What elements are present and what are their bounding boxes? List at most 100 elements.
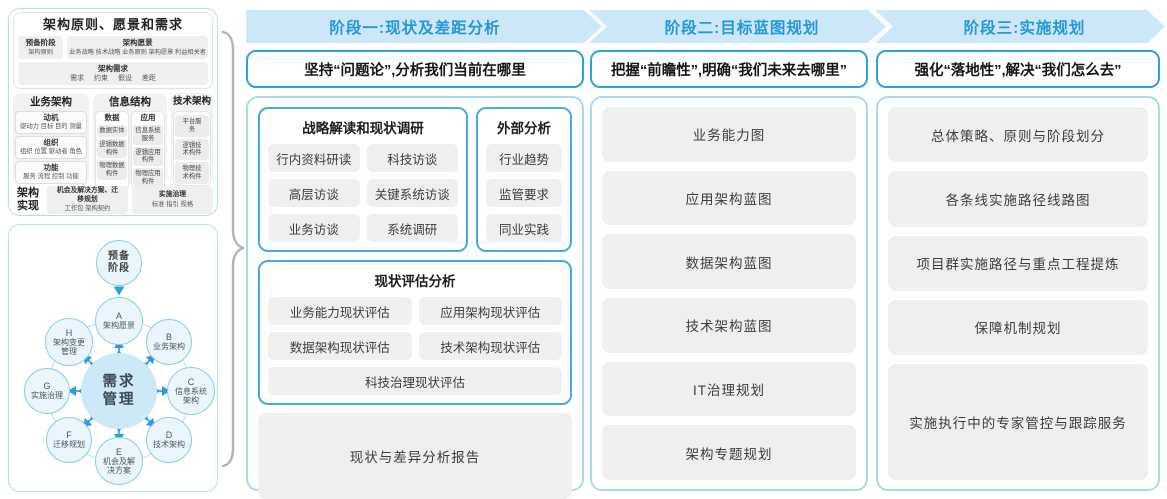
external-item: 监管要求 xyxy=(486,179,562,207)
node-b-business-architecture: B 业务架构 xyxy=(146,319,192,365)
governance-sub: 标准 指引 规格 xyxy=(151,200,194,208)
phase1-subtitle: 坚持“问题论”,分析我们当前在哪里 xyxy=(304,62,526,79)
phase2-item: 应用架构蓝图 xyxy=(602,170,856,226)
data-item: 数据实体 xyxy=(97,125,127,137)
phase2-subtitle: 把握“前瞻性”,明确“我们未来去哪里” xyxy=(610,62,848,79)
strategy-research-box: 战略解读和现状调研 行内资料研读 科技访谈 高层访谈 关键系统访谈 业务访谈 系… xyxy=(258,107,468,252)
external-item: 同业实践 xyxy=(486,214,562,242)
data-title: 数据 xyxy=(104,113,120,122)
architecture-vision-box: 架构愿景 业务战略 技术战略 业务原则 架构愿景 利益相关者 xyxy=(67,36,208,59)
organization-box: 组织 组织 位置 驱动者 角色 xyxy=(15,136,87,159)
node-id: G xyxy=(43,381,51,392)
organization-sub: 组织 位置 驱动者 角色 xyxy=(20,148,82,155)
phase2-item: 数据架构蓝图 xyxy=(602,234,856,290)
motivation-sub: 驱动力 目标 目的 测量 xyxy=(20,123,82,130)
phase3-item: 实施执行中的专家管控与跟踪服务 xyxy=(888,364,1148,481)
external-item: 行业趋势 xyxy=(486,144,562,172)
phase3-item: 项目群实施路径与重点工程提炼 xyxy=(888,235,1148,291)
business-arch-title: 业务架构 xyxy=(30,96,72,108)
phase3-subtitle: 强化“落地性”,解决“我们怎么去” xyxy=(914,62,1122,79)
opportunity-migration-box: 机会及解决方案、迁移规划 工作包 架构契约 xyxy=(47,186,128,214)
phase1-content-panel: 战略解读和现状调研 行内资料研读 科技访谈 高层访谈 关键系统访谈 业务访谈 系… xyxy=(246,96,584,499)
requirement-row: 架构需求 需求 约束 假设 差距 xyxy=(18,62,208,85)
technical-architecture-column: 技术架构 平台服务 逻辑技术构件 物理技术构件 xyxy=(171,93,213,186)
phase3-header-band: 阶段三:实施规划 xyxy=(875,10,1165,43)
node-id: C xyxy=(187,376,195,387)
data-item: 逻辑数据构件 xyxy=(97,138,127,159)
node-label: 架构变更管理 xyxy=(53,337,85,357)
function-box: 功能 服务 流程 控制 功能 xyxy=(15,161,87,184)
prep-phase-title: 预备阶段 xyxy=(25,38,56,47)
node-label: 实施治理 xyxy=(31,391,63,401)
requirement-sub: 需求 约束 假设 差距 xyxy=(70,75,156,82)
panel-adm-cycle: 预备阶段 需求管理 A 架构愿景 B 业务架构 C 信息系统架构 D 技术架构 … xyxy=(8,224,218,492)
assessment-item: 科技治理现状评估 xyxy=(268,367,562,395)
phase2-header: 阶段二:目标蓝图规划 xyxy=(664,19,820,37)
strategy-item: 行内资料研读 xyxy=(268,144,360,172)
node-e-opportunities-solutions: E 机会及解决方案 xyxy=(95,437,143,485)
strategy-item: 系统调研 xyxy=(366,214,458,242)
strategy-research-title: 战略解读和现状调研 xyxy=(302,121,424,136)
node-id: A xyxy=(115,311,122,322)
external-analysis-box: 外部分析 行业趋势 监管要求 同业实践 xyxy=(476,107,572,252)
vision-title: 架构愿景 xyxy=(122,38,153,47)
info-structure-title: 信息结构 xyxy=(109,96,151,108)
application-title: 应用 xyxy=(140,113,156,122)
brace-connector-icon xyxy=(221,30,245,468)
node-id: E xyxy=(115,446,122,457)
application-item: 物理应用构件 xyxy=(133,168,163,188)
node-a-architecture-vision: A 架构愿景 xyxy=(95,297,143,345)
assessment-item: 数据架构现状评估 xyxy=(268,332,412,360)
gap-analysis-report-box: 现状与差异分析报告 xyxy=(258,413,572,499)
tech-subcolumn: 平台服务 逻辑技术构件 物理技术构件 xyxy=(173,111,211,186)
architecture-implementation-row: 架构实现 机会及解决方案、迁移规划 工作包 架构契约 实施治理 标准 指引 规格 xyxy=(13,186,213,214)
motivation-box: 动机 驱动力 目标 目的 测量 xyxy=(15,111,87,134)
assessment-item: 业务能力现状评估 xyxy=(268,297,412,325)
architecture-columns: 业务架构 动机 驱动力 目标 目的 测量 组织 组织 位置 驱动者 角色 功能 … xyxy=(13,93,213,190)
application-subcolumn: 应用 信息系统服务 逻辑应用构件 物理应用构件 xyxy=(131,111,165,190)
phase2-item: 技术架构蓝图 xyxy=(602,298,856,353)
phase2-content-panel: 业务能力图 应用架构蓝图 数据架构蓝图 技术架构蓝图 IT治理规划 架构专题规划 xyxy=(590,96,868,491)
node-label: 机会及解决方案 xyxy=(103,456,135,476)
assessment-title: 现状评估分析 xyxy=(374,274,456,289)
principles-vision-box: 架构原则、愿景和需求 预备阶段 架构原则 架构愿景 业务战略 技术战略 业务原则… xyxy=(13,12,213,89)
tech-arch-title: 技术架构 xyxy=(173,96,212,107)
phase2-header-band: 阶段二:目标蓝图规划 xyxy=(589,10,886,43)
phase2-subtitle-box: 把握“前瞻性”,明确“我们未来去哪里” xyxy=(590,50,868,88)
opportunity-sub: 工作包 架构契约 xyxy=(64,204,111,212)
node-c-information-system-architecture: C 信息系统架构 xyxy=(167,367,215,415)
phase2-item: IT治理规划 xyxy=(602,361,856,417)
node-g-implementation-governance: G 实施治理 xyxy=(24,368,70,414)
phase3-item: 各条线实施路径线路图 xyxy=(888,171,1148,227)
node-prep-label: 预备阶段 xyxy=(108,251,130,274)
phase3-content-panel: 总体策略、原则与阶段划分 各条线实施路径线路图 项目群实施路径与重点工程提炼 保… xyxy=(876,96,1160,491)
node-prep-phase: 预备阶段 xyxy=(96,240,142,286)
external-analysis-list: 行业趋势 监管要求 同业实践 xyxy=(486,144,562,242)
function-sub: 服务 流程 控制 功能 xyxy=(23,173,79,180)
phase2-list: 业务能力图 应用架构蓝图 数据架构蓝图 技术架构蓝图 IT治理规划 架构专题规划 xyxy=(602,107,856,481)
data-app-subcolumns: 数据 数据实体 逻辑数据构件 物理数据构件 应用 信息系统服务 逻辑应用构件 物… xyxy=(95,111,165,190)
vision-sub: 业务战略 技术战略 业务原则 架构愿景 利益相关者 xyxy=(69,49,206,56)
node-center-label: 需求管理 xyxy=(102,374,136,408)
node-label: 信息系统架构 xyxy=(175,386,207,406)
node-id: D xyxy=(165,430,173,441)
current-state-assessment-box: 现状评估分析 业务能力现状评估 应用架构现状评估 数据架构现状评估 技术架构现状… xyxy=(258,260,572,405)
node-h-architecture-change-management: H 架构变更管理 xyxy=(45,318,93,366)
tech-item: 平台服务 xyxy=(175,115,209,137)
governance-title: 实施治理 xyxy=(158,191,187,199)
node-d-technical-architecture: D 技术架构 xyxy=(146,417,192,463)
prep-phase-sub: 架构原则 xyxy=(28,49,53,56)
motivation-title: 动机 xyxy=(43,113,59,122)
architecture-requirement-box: 架构需求 需求 约束 假设 差距 xyxy=(18,62,208,85)
node-id: B xyxy=(165,332,172,343)
business-architecture-column: 业务架构 动机 驱动力 目标 目的 测量 组织 组织 位置 驱动者 角色 功能 … xyxy=(13,93,89,184)
opportunity-title: 机会及解决方案、迁移规划 xyxy=(56,187,119,203)
tech-item: 物理技术构件 xyxy=(175,162,209,184)
node-label: 迁移规划 xyxy=(53,440,85,450)
node-f-migration-planning: F 迁移规划 xyxy=(46,417,92,463)
assessment-item: 应用架构现状评估 xyxy=(418,297,562,325)
node-label: 技术架构 xyxy=(153,440,185,450)
phase2-item: 业务能力图 xyxy=(602,107,856,162)
phase1-subtitle-box: 坚持“问题论”,分析我们当前在哪里 xyxy=(246,50,584,88)
